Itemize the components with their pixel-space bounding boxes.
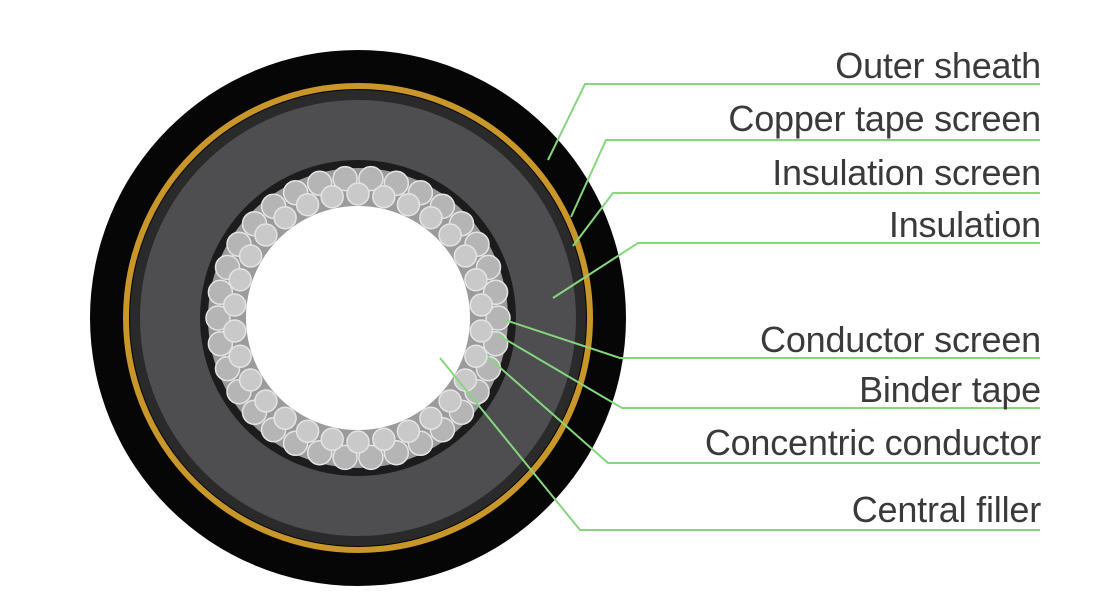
central-filler-layer (246, 206, 470, 430)
label-insulation-screen: Insulation screen (772, 152, 1041, 193)
conductor-strand (453, 244, 478, 268)
conductor-strand (469, 293, 494, 317)
leader-line-concentric-conductor (487, 356, 1040, 464)
conductor-strand (453, 368, 478, 392)
leader-line-insulation (552, 242, 1040, 299)
conductor-strand (438, 223, 462, 247)
label-binder-tape: Binder tape (859, 369, 1041, 410)
conductor-strand (228, 267, 252, 292)
conductor-strand (295, 192, 320, 217)
conductor-strand (372, 427, 396, 452)
conductor-strand (346, 182, 370, 206)
leader-line-conductor-screen (504, 319, 1040, 359)
copper-tape-screen-layer (123, 83, 593, 553)
leader-line-outer-sheath (547, 83, 1040, 161)
label-outer-sheath: Outer sheath (835, 45, 1041, 86)
conductor-strand (396, 192, 421, 217)
conductor-strand (346, 430, 370, 454)
leader-line-binder-tape (497, 334, 1040, 409)
label-copper-tape-screen: Copper tape screen (728, 98, 1041, 139)
leader-line-central-filler (439, 357, 1040, 531)
label-concentric-conductor: Concentric conductor (704, 422, 1041, 463)
conductor-strand (419, 205, 443, 230)
label-conductor-screen: Conductor screen (760, 319, 1041, 360)
conductor-strand (485, 305, 511, 331)
conductor-strand (295, 419, 320, 444)
conductor-strand (469, 319, 494, 343)
conductor-strand (419, 406, 443, 431)
leader-line-insulation-screen (572, 192, 1040, 247)
conductor-strand (372, 184, 396, 209)
conductor-strand (438, 389, 462, 413)
conductor-strand (238, 368, 263, 392)
conductor-strand (273, 205, 297, 230)
leader-lines (439, 83, 1040, 531)
conductor-strand (273, 406, 297, 431)
concentric-conductor-strands (205, 165, 511, 471)
label-central-filler: Central filler (851, 489, 1041, 530)
conductor-strand (254, 223, 278, 247)
leader-line-copper-tape-screen (570, 139, 1040, 218)
conductor-strand (396, 419, 421, 444)
conductor-strand (238, 244, 263, 268)
conductor-strand (228, 344, 252, 369)
conductor-strand (222, 293, 247, 317)
conductor-strand (320, 184, 344, 209)
conductor-strand (464, 344, 488, 369)
conductor-strand (222, 319, 247, 343)
conductor-strand (464, 267, 488, 292)
conductor-strand (254, 389, 278, 413)
conductor-strand (320, 427, 344, 452)
conductor-strand (205, 305, 231, 331)
label-insulation: Insulation (888, 204, 1041, 245)
